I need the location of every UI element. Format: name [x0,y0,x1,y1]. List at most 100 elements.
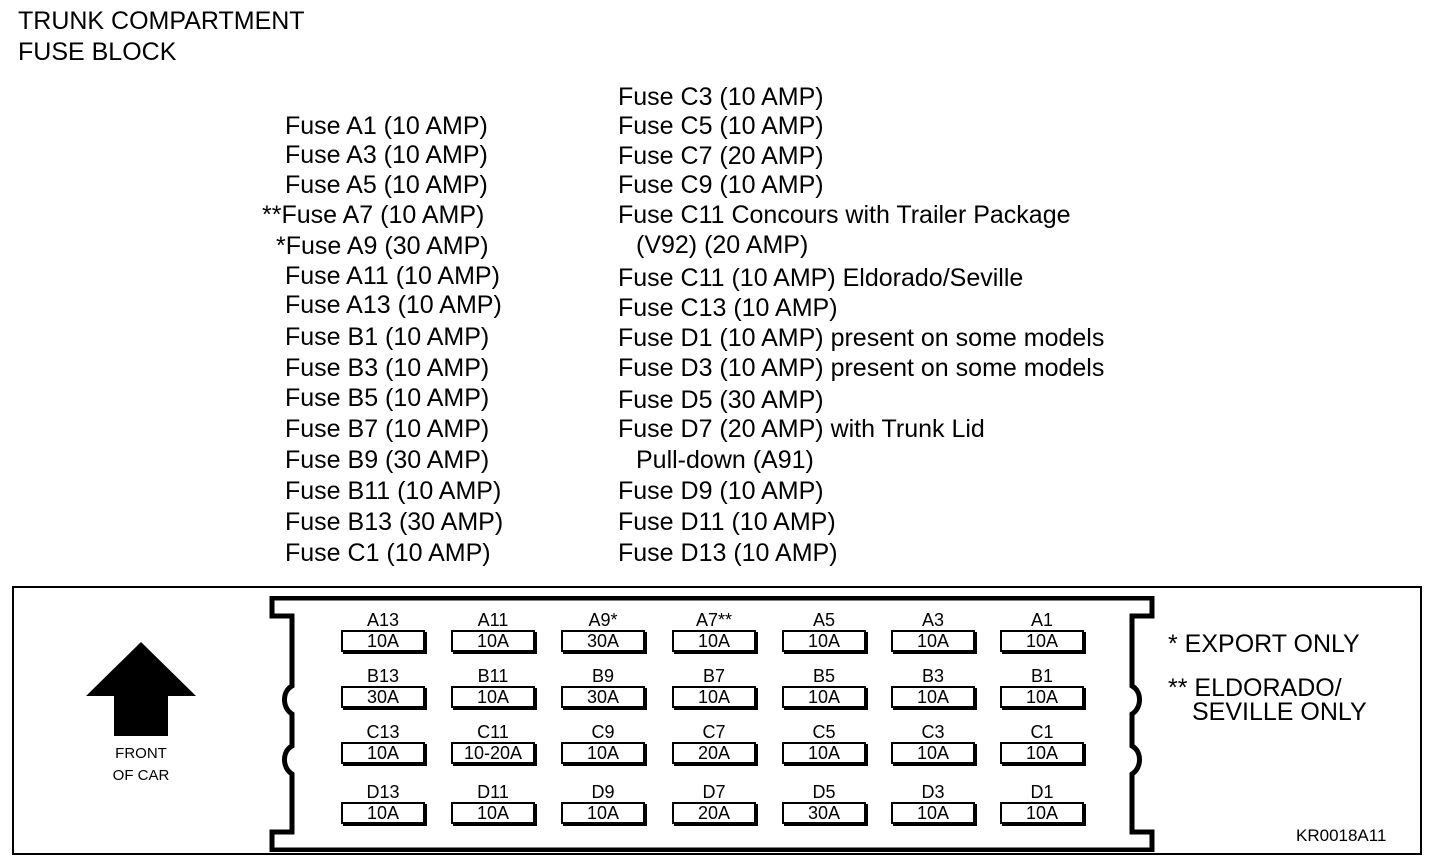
fuse-rating: 10A [451,802,535,824]
front-label-line-2: OF CAR [112,767,170,784]
fuse-rating: 20A [672,742,756,764]
legend-entry: Fuse C5 (10 AMP) [618,112,824,140]
fuse-label: D7 [702,782,726,802]
fuse-label: B9 [591,666,615,686]
fuse-label: D1 [1030,782,1054,802]
fuse-label: C1 [1030,722,1054,742]
fuse-label: C9 [591,722,615,742]
legend-right-column: Fuse C3 (10 AMP)Fuse C5 (10 AMP)Fuse C7 … [618,0,1218,580]
fuse-panel-frame [12,586,1422,855]
fuse-rating: 10A [782,630,866,652]
fuse-rating: 10A [341,742,425,764]
legend-entry: Fuse B1 (10 AMP) [285,323,490,351]
fuse-label: C7 [702,722,726,742]
legend-entry: (V92) (20 AMP) [636,231,809,259]
fuse-label: D3 [921,782,945,802]
legend-entry: Fuse C11 (10 AMP) Eldorado/Seville [618,264,1024,292]
fuse-rating: 10A [341,802,425,824]
front-of-car-label: FRONT OF CAR [96,743,186,787]
fuse-label: B13 [366,666,400,686]
legend-entry: Fuse C3 (10 AMP) [618,83,824,111]
legend-entry: Fuse D7 (20 AMP) with Trunk Lid [618,415,985,443]
fuse-block-outline [269,596,1155,852]
title-line-1: TRUNK COMPARTMENT [18,7,305,35]
fuse-label: A3 [921,610,945,630]
fuse-rating: 10A [1000,742,1084,764]
legend-left-column: Fuse A1 (10 AMP)Fuse A3 (10 AMP)Fuse A5 … [262,0,562,580]
legend-entry: Fuse B7 (10 AMP) [285,415,490,443]
legend-entry: Fuse B11 (10 AMP) [285,477,502,505]
fuse-rating: 10A [341,630,425,652]
legend-entry: Fuse D1 (10 AMP) present on some models [618,324,1105,352]
legend-entry: Fuse C11 Concours with Trailer Package [618,201,1071,229]
fuse-label: D5 [812,782,836,802]
legend-entry: Fuse A3 (10 AMP) [285,141,488,169]
title-line-2: FUSE BLOCK [18,38,177,66]
fuse-label: B7 [702,666,726,686]
fuse-rating: 10A [891,686,975,708]
fuse-label: D9 [591,782,615,802]
fuse-rating: 10A [891,802,975,824]
fuse-rating: 10-20A [451,742,535,764]
eldorado-note-line-1: ** ELDORADO/ [1168,674,1342,702]
legend-entry: Fuse C1 (10 AMP) [285,539,491,567]
fuse-rating: 30A [561,630,645,652]
fuse-rating: 30A [561,686,645,708]
fuse-label: A13 [366,610,400,630]
legend-entry: Fuse D9 (10 AMP) [618,477,824,505]
legend-entry: Fuse D13 (10 AMP) [618,539,838,567]
fuse-label: A1 [1030,610,1054,630]
legend-entry: Fuse B9 (30 AMP) [285,446,490,474]
legend-entry: Fuse C9 (10 AMP) [618,171,824,199]
fuse-label: D13 [366,782,400,802]
fuse-label: D11 [477,782,509,802]
fuse-slot: A9*30A [560,610,646,652]
legend-entry: Fuse A1 (10 AMP) [285,112,488,140]
fuse-rating: 10A [1000,630,1084,652]
up-arrow-icon [86,642,196,736]
legend-entry: Fuse A5 (10 AMP) [285,171,488,199]
fuse-label: A9* [588,610,618,630]
fuse-rating: 10A [451,686,535,708]
legend-entry: Fuse D3 (10 AMP) present on some models [618,354,1105,382]
legend-entry: Fuse B5 (10 AMP) [285,384,490,412]
legend-entry: Fuse A11 (10 AMP) [285,262,500,290]
legend-entry: *Fuse A9 (30 AMP) [276,232,489,260]
fuse-slot: A7**10A [671,610,757,652]
legend-entry: Fuse B3 (10 AMP) [285,354,490,382]
legend-entry: Fuse A13 (10 AMP) [285,291,502,319]
fuse-label: A5 [812,610,836,630]
fuse-label: A11 [477,610,509,630]
figure-code: KR0018A11 [1296,826,1387,845]
fuse-rating: 10A [1000,802,1084,824]
legend-entry: Fuse C13 (10 AMP) [618,294,838,322]
fuse-label: B1 [1030,666,1054,686]
fuse-rating: 30A [341,686,425,708]
fuse-label: B5 [812,666,836,686]
fuse-rating: 10A [782,686,866,708]
fuse-rating: 10A [1000,686,1084,708]
fuse-rating: 10A [451,630,535,652]
fuse-rating: 10A [672,686,756,708]
eldorado-note-line-2: SEVILLE ONLY [1192,698,1367,726]
fuse-label: C11 [477,722,509,742]
front-label-line-1: FRONT [115,745,167,762]
